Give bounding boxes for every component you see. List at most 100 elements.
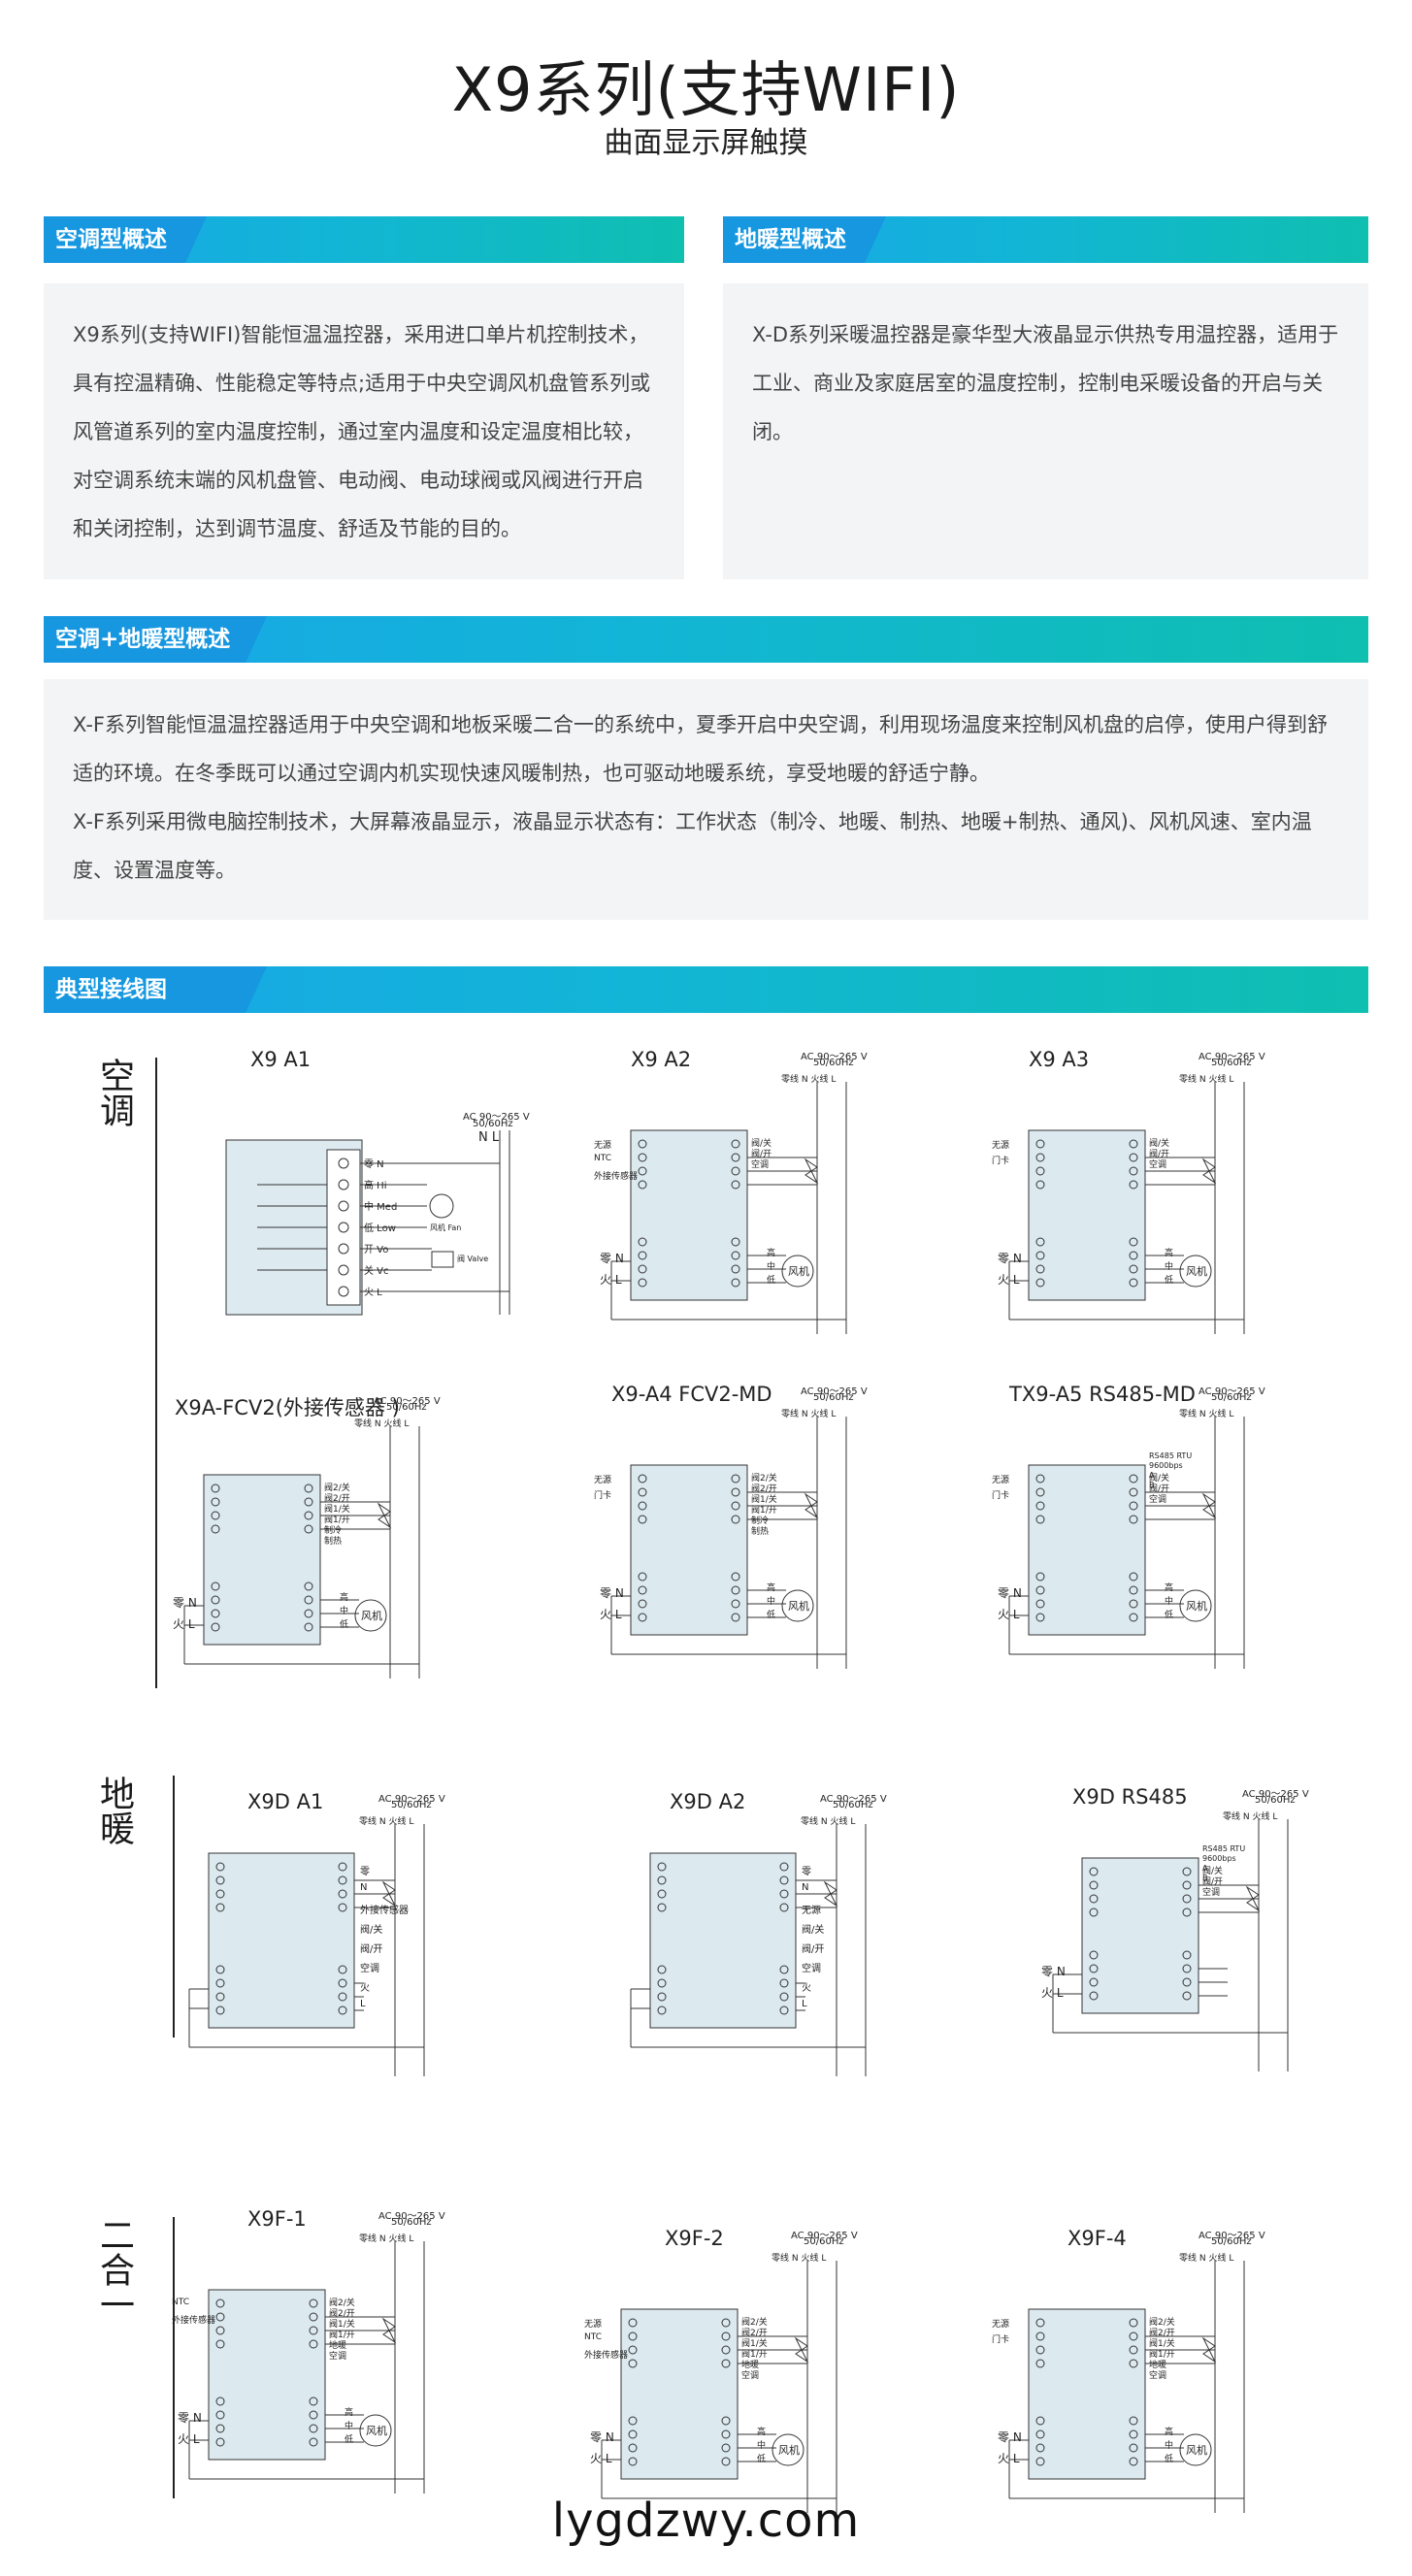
diagram-bottom-label: 零 N: [173, 1596, 197, 1610]
diagram-mid-label: 阀2/关: [329, 2299, 355, 2308]
diagram-lines: 零线 N 火线 L: [781, 1075, 837, 1085]
diagram-left-label: 门卡: [992, 2335, 1010, 2345]
diagram-speed-label: 高: [1165, 1583, 1174, 1593]
diagram-title: X9D A2: [670, 1790, 746, 1813]
diagram-lines: 零线 N 火线 L: [772, 2254, 827, 2264]
diagram-freq: 50/60Hz: [813, 1058, 854, 1068]
diagram-term-label: 空调: [360, 1964, 379, 1974]
diagram-rs-label: A: [1149, 1471, 1155, 1480]
diagram-mid-label: 阀/关: [751, 1139, 772, 1149]
diagram-fan-label: 风机: [361, 1610, 382, 1622]
diagram-lines: 零线 N 火线 L: [359, 2234, 414, 2244]
page-title: X9系列(支持WIFI): [451, 54, 961, 125]
diagram-speed-label: 中: [1165, 1262, 1174, 1272]
diagram-fan-label: 风机: [778, 2444, 800, 2457]
diagram-mid-label: 空调: [751, 1160, 770, 1170]
floor-overview-box: X-D系列采暖温控器是豪华型大液晶显示供热专用温控器，适用于工业、商业及家庭居室…: [723, 283, 1368, 579]
combo-overview-text-2: X-F系列采用微电脑控制技术，大屏幕液晶显示，液晶显示状态有：工作状态（制冷、地…: [73, 810, 1312, 882]
diagram-left-label: 无源: [992, 2320, 1010, 2330]
diagram-fan-label: 风机: [1186, 1265, 1207, 1278]
diagram-lines: 零线 N 火线 L: [1179, 2254, 1234, 2264]
diagram-left-label: 外接传感器: [594, 1172, 639, 1182]
diagram-bottom-label: 零 N: [998, 2430, 1022, 2444]
diagram-left-label: NTC: [584, 2332, 602, 2342]
diagram-mid-label: 阀1/开: [324, 1516, 350, 1525]
diagram-rs-label: 9600bps: [1202, 1854, 1236, 1863]
diagram-term-label: 空调: [802, 1964, 821, 1974]
diagram-bottom-label: 零 N: [998, 1252, 1022, 1265]
diagram-title: X9 A1: [250, 1048, 312, 1071]
diagram-mid-label: 地暖: [329, 2341, 347, 2351]
diagram-freq: 50/60Hz: [1211, 1392, 1252, 1403]
diagram-term-label: 外接传感器: [360, 1906, 409, 1916]
diagram-freq: 50/60Hz: [804, 2236, 844, 2247]
group-line-ac: [155, 1058, 157, 1688]
diagram-speed-label: 中: [1165, 1597, 1174, 1607]
diagram-left-label: 门卡: [594, 1491, 612, 1501]
section-header-ac: 空调型概述: [44, 216, 684, 263]
diagram-bottom-label: 火 L: [998, 1273, 1020, 1287]
ac-overview-text: X9系列(支持WIFI)智能恒温温控器，采用进口单片机控制技术，具有控温精确、性…: [73, 323, 651, 540]
diagram-term-label: 阀/开: [802, 1944, 825, 1955]
diagram-mid-label: 阀1/开: [741, 2350, 768, 2360]
diagram-power: AC 90～265 V: [1199, 1052, 1265, 1062]
diagram-mid-label: 空调: [329, 2352, 347, 2362]
diagram-power: AC 90～265 V: [378, 1794, 445, 1805]
diagram-mid-label: 阀2/开: [1149, 2329, 1175, 2338]
diagram-term-label: 零: [360, 1867, 370, 1877]
diagram-bottom-label: 火 L: [178, 2432, 200, 2446]
diagram-title: X9 A3: [1029, 1048, 1090, 1071]
diagram-freq: 50/60Hz: [813, 1392, 854, 1403]
diagram-title: X9 A2: [631, 1048, 692, 1071]
diagram-bottom-label: 火 L: [600, 1608, 622, 1621]
diagram-speed-label: 低: [1165, 2455, 1174, 2464]
diagram-lines: 零线 N 火线 L: [354, 1419, 410, 1429]
diagram-rs-label: A: [1202, 1864, 1208, 1873]
ac-overview-box: X9系列(支持WIFI)智能恒温温控器，采用进口单片机控制技术，具有控温精确、性…: [44, 283, 684, 579]
diagram-left-label: NTC: [594, 1154, 611, 1163]
diagram-lines: 零线 N 火线 L: [1179, 1410, 1234, 1419]
diagram-speed-label: 高: [345, 2408, 354, 2418]
diagram-freq: 50/60Hz: [391, 1800, 432, 1810]
diagram-bottom-label: 零 N: [600, 1252, 624, 1265]
diagram-power: AC 90～265 V: [801, 1386, 868, 1397]
diagram-speed-label: 中: [1165, 2441, 1174, 2451]
diagram-power: AC 90～265 V: [801, 1052, 868, 1062]
section-label-wiring: 典型接线图: [44, 966, 267, 1013]
diagram-bottom-label: 火 L: [998, 2452, 1020, 2465]
diagram-lines: 零线 N 火线 L: [359, 1817, 414, 1827]
diagram-mid-label: 阀2/开: [741, 2329, 768, 2338]
diagram-term-label: 火: [802, 1983, 811, 1994]
diagram-title: X9-A4 FCV2-MD: [611, 1383, 772, 1406]
page-subtitle: 曲面显示屏触摸: [604, 126, 808, 160]
group-line-combo: [173, 2217, 175, 2498]
diagram-freq: 50/60Hz: [391, 2217, 432, 2228]
diagram-term-label: 火: [360, 1983, 370, 1994]
diagram-left-label: 门卡: [992, 1157, 1010, 1166]
diagram-speed-label: 高: [1165, 1249, 1174, 1258]
diagram-power: AC 90～265 V: [374, 1396, 441, 1407]
diagram-bottom-label: 火 L: [1041, 1986, 1064, 2000]
diagram-bottom-label: 火 L: [173, 1617, 195, 1631]
footer-url: lygdzwy.com: [551, 2494, 861, 2548]
diagram-term-label: N: [802, 1882, 809, 1893]
diagram-freq: 50/60Hz: [1211, 1058, 1252, 1068]
diagram-term-label: L: [360, 1999, 366, 2009]
diagram-power: AC 90～265 V: [1242, 1789, 1309, 1800]
diagram-mid-label: 空调: [1149, 2371, 1167, 2381]
group-label-floor: 地暖: [92, 1776, 135, 1845]
diagram-left-label: 无源: [594, 1141, 612, 1151]
diagram-mid-label: 地暖: [741, 2361, 760, 2370]
diagram-lines: 零线 N 火线 L: [1223, 1812, 1278, 1822]
diagram-freq: 50/60Hz: [1255, 1795, 1296, 1806]
diagram-mid-label: 阀/关: [1202, 1867, 1224, 1876]
diagram-left-label: 无源: [992, 1141, 1010, 1151]
diagram-fan-label: 风机: [788, 1600, 809, 1613]
diagram-freq: 50/60Hz: [833, 1800, 873, 1810]
